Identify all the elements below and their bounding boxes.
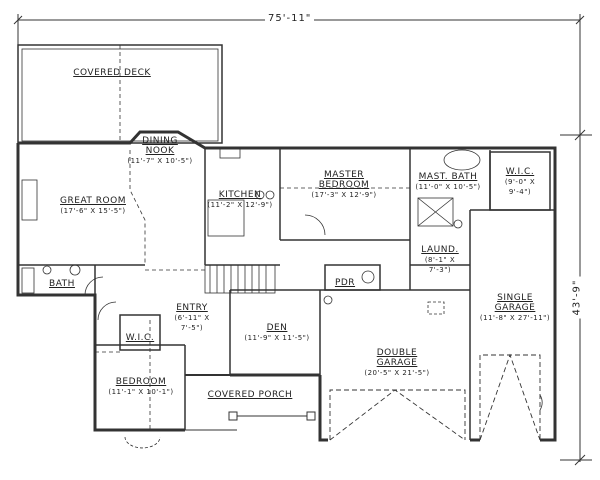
room-bath: BATH bbox=[49, 279, 75, 289]
room-single-garage: SINGLE GARAGE(11'-8" X 27'-11") bbox=[479, 293, 551, 322]
porch-columns bbox=[185, 411, 316, 431]
doors bbox=[84, 214, 543, 449]
room-dining-nook: DINING NOOK(11'-7" X 10'-5") bbox=[127, 136, 193, 165]
room-wic: W.I.C. bbox=[125, 333, 155, 343]
room-master-wic: W.I.C.(9'-0" X 9'-4") bbox=[504, 167, 536, 196]
room-den: DEN(11'-9" X 11'-5") bbox=[244, 323, 310, 342]
room-covered-porch: COVERED PORCH bbox=[207, 390, 293, 400]
width-dimension: 75'-11" bbox=[265, 13, 315, 24]
room-bedroom: BEDROOM(11'-1" X 10'-1") bbox=[108, 377, 174, 396]
room-master-bedroom: MASTER BEDROOM(17'-3" X 12'-9") bbox=[311, 170, 377, 199]
fixtures bbox=[21, 147, 481, 315]
room-pdr: PDR bbox=[334, 278, 356, 288]
stairs bbox=[204, 264, 276, 294]
depth-dimension: 43'-9" bbox=[571, 276, 583, 319]
garage-doors bbox=[329, 353, 541, 441]
room-mast-bath: MAST. BATH(11'-0" X 10'-5") bbox=[415, 172, 481, 191]
room-entry: ENTRY(6'-11" X 7'-5") bbox=[174, 303, 210, 332]
room-double-garage: DOUBLE GARAGE(20'-5" X 21'-5") bbox=[364, 348, 430, 377]
room-laundry: LAUND.(8'-1" X 7'-3") bbox=[421, 245, 459, 274]
room-separators bbox=[95, 150, 410, 430]
covered-deck-outline bbox=[17, 44, 223, 144]
room-great-room: GREAT ROOM(17'-6" X 15'-5") bbox=[60, 196, 126, 215]
room-kitchen: KITCHEN(11'-2" X 12'-9") bbox=[207, 190, 273, 209]
room-covered-deck: COVERED DECK bbox=[73, 68, 151, 78]
